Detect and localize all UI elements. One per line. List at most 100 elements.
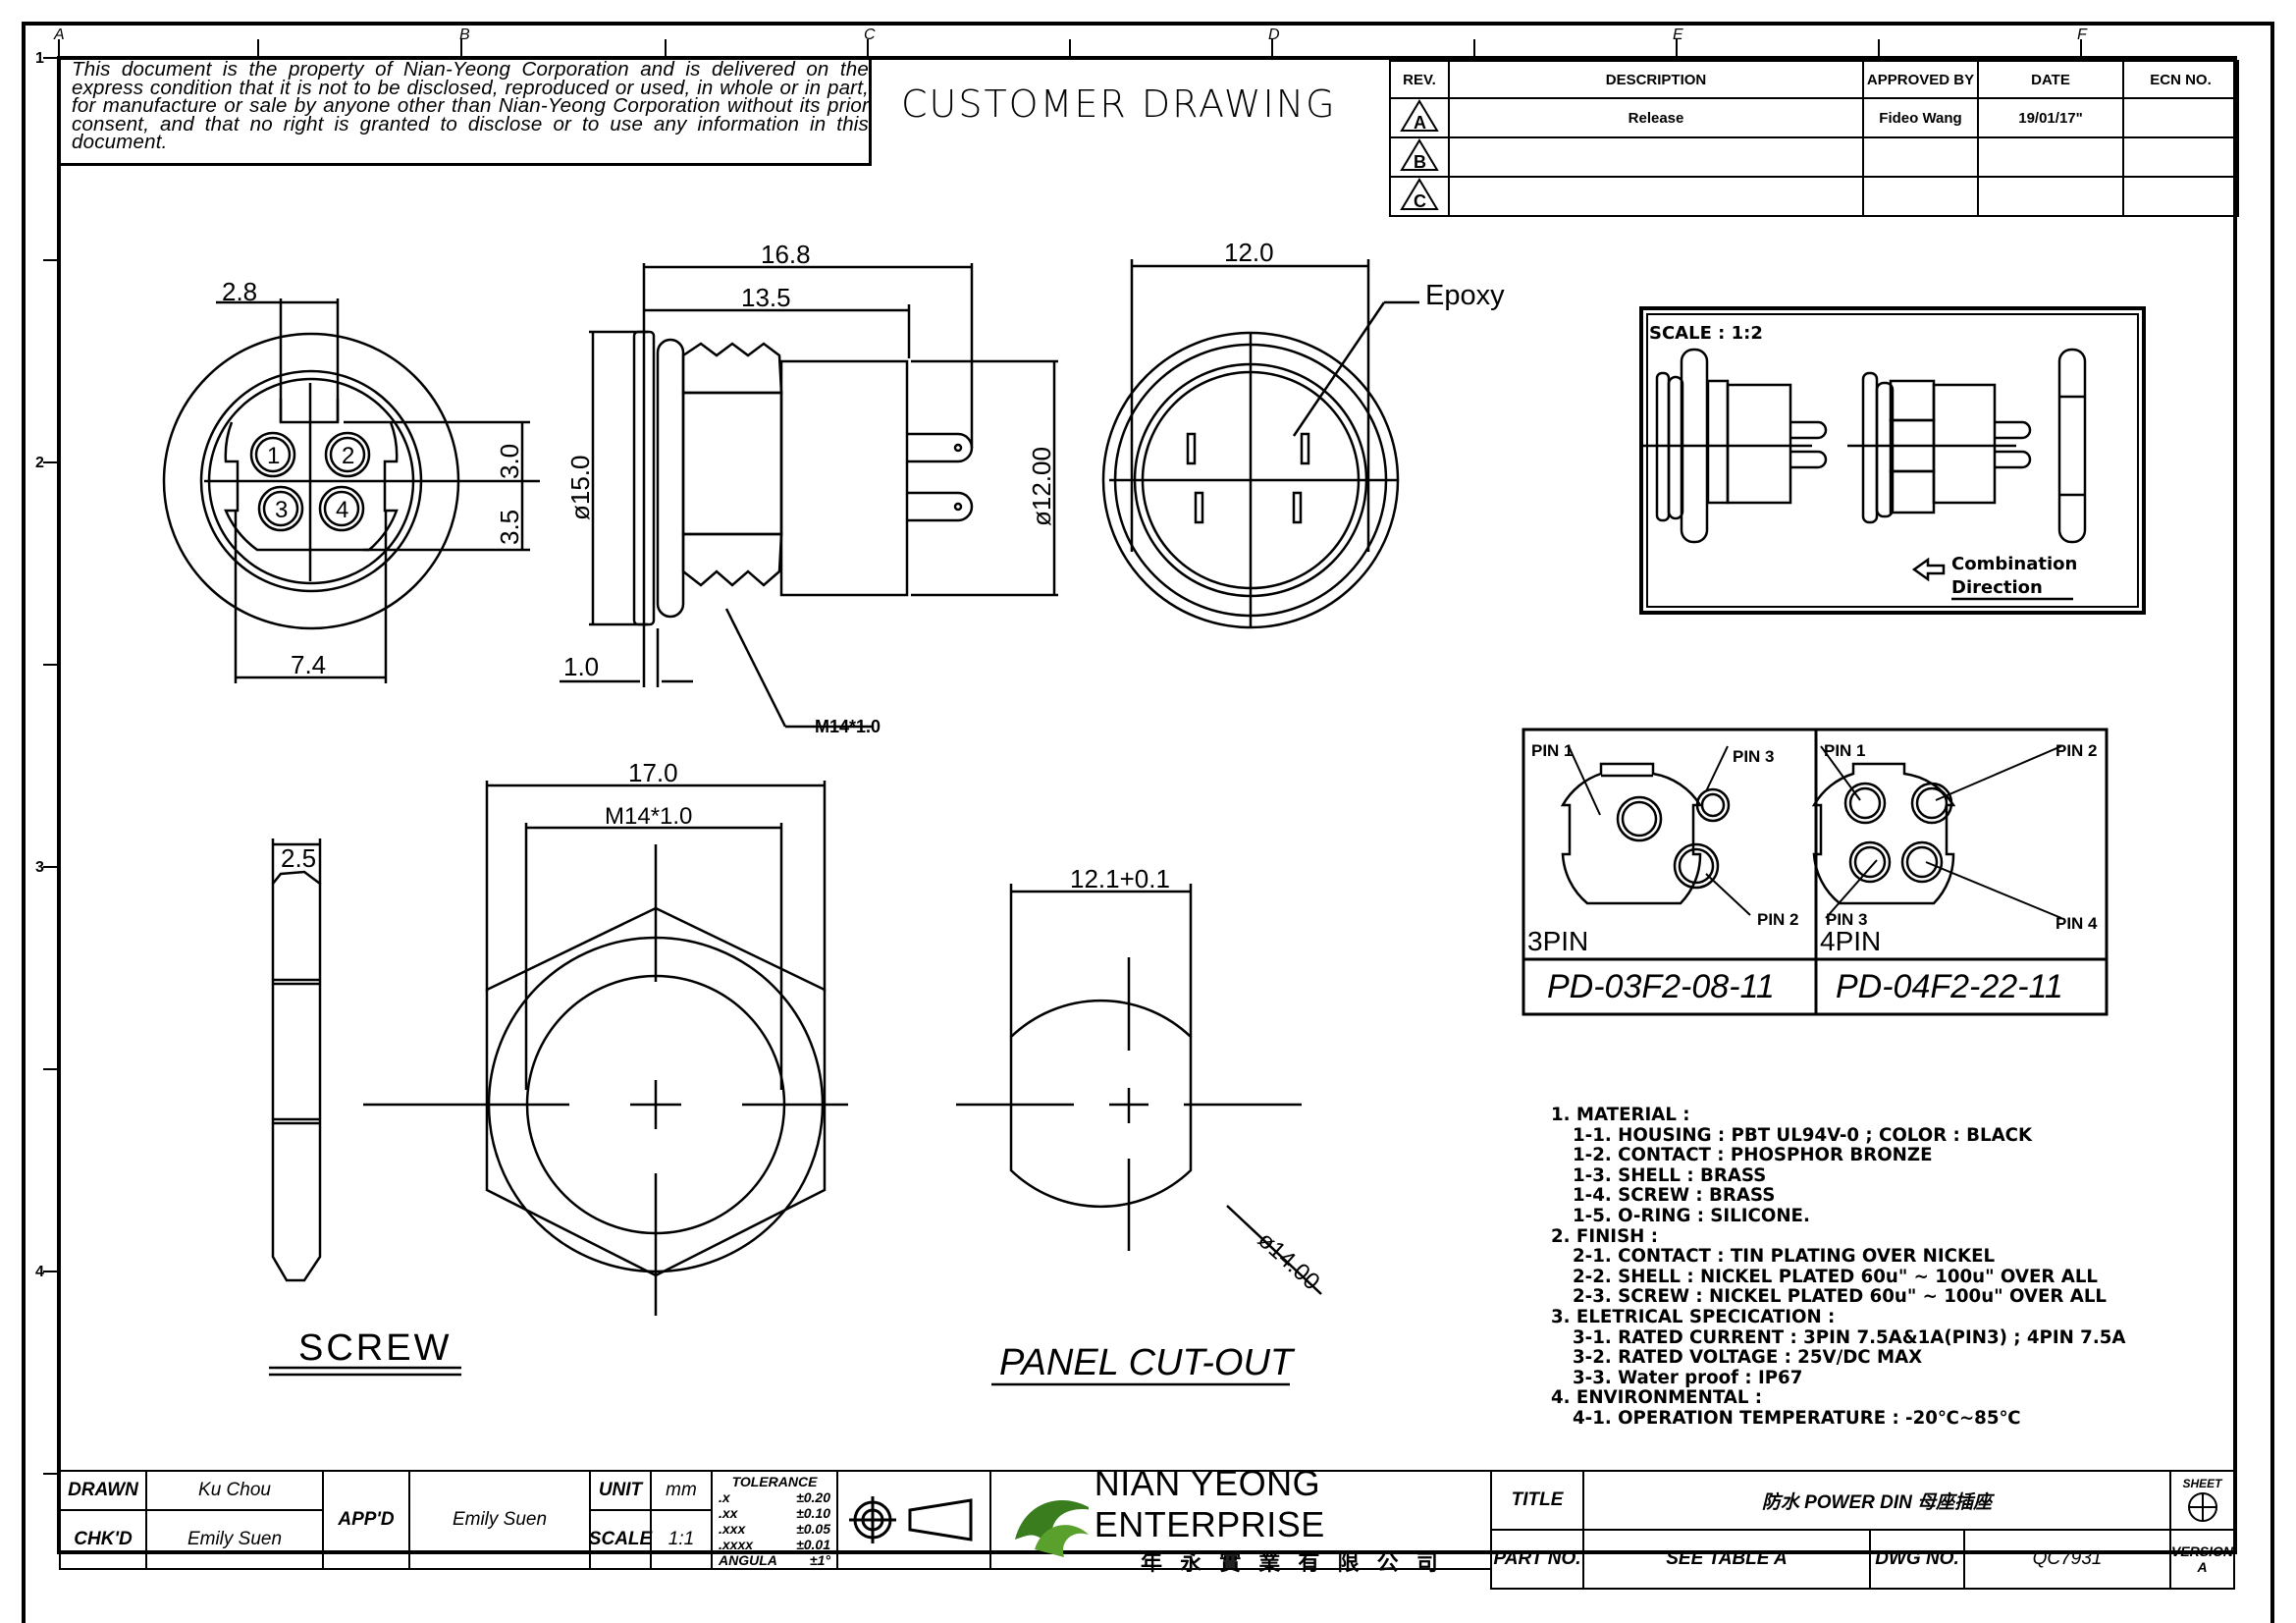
revision-row: C: [1389, 176, 2239, 217]
tolerance-row: .xxx±0.05: [719, 1521, 830, 1537]
revision-ecn: [2122, 97, 2239, 138]
tolerance-row: .xxxx±0.01: [719, 1537, 830, 1552]
rev-triangle-icon: C: [1389, 176, 1450, 217]
revision-approver: Fideo Wang: [1862, 97, 1979, 138]
company-name-chinese: 年 永 實 業 有 限 公 司: [1140, 1550, 1444, 1575]
unit-label: UNIT: [589, 1470, 652, 1511]
rev-header: REV.: [1389, 60, 1450, 99]
note-line: 3. ELETRICAL SPECICATION :: [1551, 1306, 1836, 1327]
svg-text:C: C: [1414, 191, 1426, 211]
revision-description: [1448, 176, 1864, 217]
sheet-number-icon: [2187, 1492, 2217, 1522]
pinout-3pin-label: 3PIN: [1527, 926, 1588, 956]
epoxy-callout: Epoxy: [1425, 280, 1505, 311]
notice-box: [59, 58, 872, 166]
svg-text:B: B: [1414, 152, 1426, 172]
part-no-value: SEE TABLE A: [1582, 1529, 1871, 1590]
revision-row: A Release Fideo Wang 19/01/17": [1389, 97, 2239, 138]
appd-value: Emily Suen: [408, 1470, 591, 1570]
dim-body-length: 13.5: [741, 283, 791, 312]
title-label: TITLE: [1490, 1470, 1584, 1531]
pin-label-2: 2: [342, 443, 354, 469]
panel-cutout-caption: PANEL CUT-OUT: [999, 1342, 1296, 1383]
combination-label: Combination: [1951, 554, 2077, 574]
front-view: [162, 298, 540, 683]
date-header: DATE: [1977, 60, 2124, 99]
appd-label: APP'D: [322, 1470, 410, 1570]
dim-front-width: 7.4: [291, 650, 326, 679]
pin-label-3: 3: [275, 497, 288, 523]
third-angle-projection-icon: [836, 1470, 991, 1570]
scale-inset: [1639, 306, 2146, 615]
company-logo-icon: [1015, 1500, 1089, 1557]
pin-callout: PIN 2: [2056, 741, 2098, 760]
revision-date: [1977, 176, 2124, 217]
confidentiality-notice: This document is the property of Nian-Ye…: [72, 58, 869, 153]
zone-col-f: F: [2077, 27, 2088, 43]
dim-cutout-flat: 12.1+0.1: [1070, 864, 1170, 893]
chkd-value: Emily Suen: [145, 1509, 324, 1570]
screw-caption: SCREW: [298, 1327, 452, 1369]
zone-row-2: 2: [35, 455, 44, 471]
version-value: A: [2197, 1559, 2208, 1575]
dwg-no-label: DWG NO.: [1869, 1529, 1965, 1590]
dim-rear-width: 12.0: [1224, 238, 1274, 267]
note-line: 1-3. SHELL : BRASS: [1573, 1164, 1767, 1186]
zone-row-3: 3: [35, 859, 44, 876]
thread-callout: M14*1.0: [815, 717, 881, 736]
hex-nut-view: [363, 781, 848, 1316]
scale-inset-label: SCALE : 1:2: [1649, 323, 1763, 344]
tolerance-block: TOLERANCE .x±0.20 .xx±0.10 .xxx±0.05 .xx…: [711, 1470, 838, 1570]
revision-date: [1977, 136, 2124, 178]
tolerance-title: TOLERANCE: [731, 1474, 818, 1489]
note-line: 2-1. CONTACT : TIN PLATING OVER NICKEL: [1573, 1246, 1996, 1268]
pinout-4pin-label: 4PIN: [1820, 926, 1881, 956]
note-line: 3-2. RATED VOLTAGE : 25V/DC MAX: [1573, 1347, 1923, 1369]
pin-label-4: 4: [336, 497, 348, 523]
pinout-table: [1522, 728, 2109, 1016]
note-line: 1-1. HOUSING : PBT UL94V-0 ; COLOR : BLA…: [1573, 1124, 2033, 1146]
note-line: 3-3. Water proof : IP67: [1573, 1367, 1803, 1388]
rev-triangle-icon: A: [1389, 97, 1450, 138]
dim-front-upper: 3.0: [495, 444, 524, 479]
note-line: 1-2. CONTACT : PHOSPHOR BRONZE: [1573, 1145, 1933, 1166]
revision-description: Release: [1448, 97, 1864, 138]
part-no-label: PART NO.: [1490, 1529, 1584, 1590]
drawn-value: Ku Chou: [145, 1470, 324, 1511]
sheet-cell: SHEET: [2169, 1470, 2235, 1531]
zone-col-e: E: [1673, 27, 1683, 43]
screw-side-view: [269, 839, 461, 1377]
ecn-header: ECN NO.: [2122, 60, 2239, 99]
zone-row-4: 4: [35, 1264, 44, 1280]
note-line: 4-1. OPERATION TEMPERATURE : -20℃~85℃: [1573, 1407, 2021, 1429]
note-line: 3-1. RATED CURRENT : 3PIN 7.5A&1A(PIN3) …: [1573, 1326, 2126, 1348]
revision-table: REV. DESCRIPTION APPROVED BY DATE ECN NO…: [1389, 60, 2239, 217]
unit-value: mm: [650, 1470, 713, 1511]
pin-label-1: 1: [267, 443, 280, 469]
pin-callout: PIN 3: [1733, 747, 1775, 766]
company-logo-cell: NIAN YEONG ENTERPRISE 年 永 實 業 有 限 公 司: [989, 1463, 1492, 1575]
scale-value: 1:1: [650, 1509, 713, 1570]
zone-col-b: B: [459, 27, 470, 43]
note-line: 2-2. SHELL : NICKEL PLATED 60u" ~ 100u" …: [1573, 1266, 2098, 1287]
direction-label: Direction: [1951, 577, 2043, 598]
pin-callout: PIN 1: [1531, 741, 1574, 760]
note-line: 4. ENVIRONMENTAL :: [1551, 1387, 1763, 1409]
panel-cutout-view: [956, 884, 1322, 1386]
dwg-no-value: QC7931: [1963, 1529, 2171, 1590]
scale-label: SCALE: [589, 1509, 652, 1570]
drawn-label: DRAWN: [59, 1470, 147, 1511]
revision-date: 19/01/17": [1977, 97, 2124, 138]
company-name: NIAN YEONG ENTERPRISE: [1094, 1463, 1325, 1544]
tolerance-row: .x±0.20: [719, 1489, 830, 1505]
description-header: DESCRIPTION: [1448, 60, 1864, 99]
zone-col-c: C: [864, 27, 876, 43]
approved-by-header: APPROVED BY: [1862, 60, 1979, 99]
dim-flange-diameter: ø15.0: [565, 456, 595, 521]
version-label: VERSION: [2171, 1543, 2234, 1559]
rev-triangle-icon: B: [1389, 136, 1450, 178]
sheet-label: SHEET: [2182, 1477, 2222, 1490]
tolerance-row: .xx±0.10: [719, 1505, 830, 1521]
revision-description: [1448, 136, 1864, 178]
